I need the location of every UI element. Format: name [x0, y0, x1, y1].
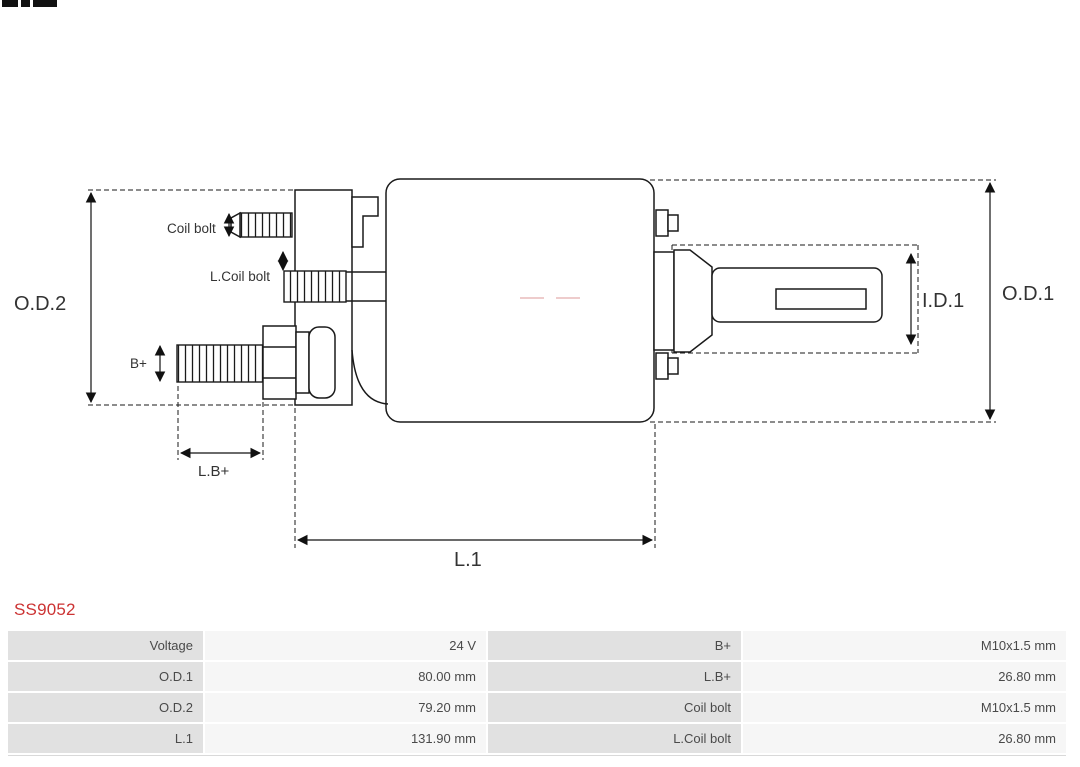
spec-value: 80.00 mm	[205, 662, 486, 691]
spec-label: L.Coil bolt	[488, 724, 741, 753]
plunger	[653, 249, 883, 353]
table-row: L.1 131.90 mm L.Coil bolt 26.80 mm	[8, 724, 1066, 753]
logo-mark	[21, 0, 30, 7]
spec-label: Coil bolt	[488, 693, 741, 722]
dimension-guides	[88, 179, 996, 548]
dimension-lines	[85, 181, 996, 546]
coil-bolt-thread	[239, 212, 293, 238]
terminal-tab-bottom	[655, 352, 679, 380]
logo-mark	[2, 0, 18, 7]
table-row: O.D.1 80.00 mm L.B+ 26.80 mm	[8, 662, 1066, 691]
spec-label: O.D.2	[8, 693, 203, 722]
table-row: O.D.2 79.20 mm Coil bolt M10x1.5 mm	[8, 693, 1066, 722]
dim-label-lcoil-bolt: L.Coil bolt	[210, 269, 270, 284]
flange-bracket	[351, 196, 379, 248]
dim-label-lb-plus: L.B+	[198, 463, 230, 480]
l-coil-bolt-thread	[283, 270, 347, 303]
b-plus-thread	[176, 344, 264, 383]
spec-table: Voltage 24 V B+ M10x1.5 mm O.D.1 80.00 m…	[8, 631, 1066, 756]
spec-value: 131.90 mm	[205, 724, 486, 753]
spec-label: Voltage	[8, 631, 203, 660]
spec-label: L.B+	[488, 662, 741, 691]
product-code: SS9052	[14, 600, 76, 619]
b-plus-insulator	[308, 326, 336, 399]
b-plus-washer	[295, 331, 310, 394]
spec-label: L.1	[8, 724, 203, 753]
table-row: Voltage 24 V B+ M10x1.5 mm	[8, 631, 1066, 660]
dim-label-id1: I.D.1	[922, 290, 964, 312]
spec-value: 24 V	[205, 631, 486, 660]
plunger-slot	[775, 288, 867, 310]
coil-bolt-tip	[230, 211, 241, 239]
dim-label-l1: L.1	[454, 549, 482, 571]
solenoid-body	[385, 178, 655, 423]
dim-label-coil-bolt: Coil bolt	[167, 221, 216, 236]
dim-label-od2: O.D.2	[14, 293, 66, 315]
b-plus-nut	[262, 325, 297, 400]
terminal-tab-top	[655, 209, 679, 237]
flange-fillet	[351, 349, 389, 405]
technical-diagram: O.D.2 O.D.1 I.D.1 L.1 L.B+ B+ Coil bolt …	[14, 178, 1054, 571]
spec-value: 26.80 mm	[743, 724, 1066, 753]
logo-fragment	[2, 0, 57, 7]
spec-value: 79.20 mm	[205, 693, 486, 722]
solenoid-drawing	[176, 178, 883, 423]
dimension-labels: O.D.2 O.D.1 I.D.1 L.1 L.B+ B+ Coil bolt …	[14, 221, 1054, 571]
dim-label-b-plus: B+	[130, 356, 147, 371]
spec-label: B+	[488, 631, 741, 660]
spec-value: M10x1.5 mm	[743, 693, 1066, 722]
dim-label-od1: O.D.1	[1002, 283, 1054, 305]
spec-value: M10x1.5 mm	[743, 631, 1066, 660]
logo-mark	[33, 0, 57, 7]
spec-label: O.D.1	[8, 662, 203, 691]
spec-value: 26.80 mm	[743, 662, 1066, 691]
